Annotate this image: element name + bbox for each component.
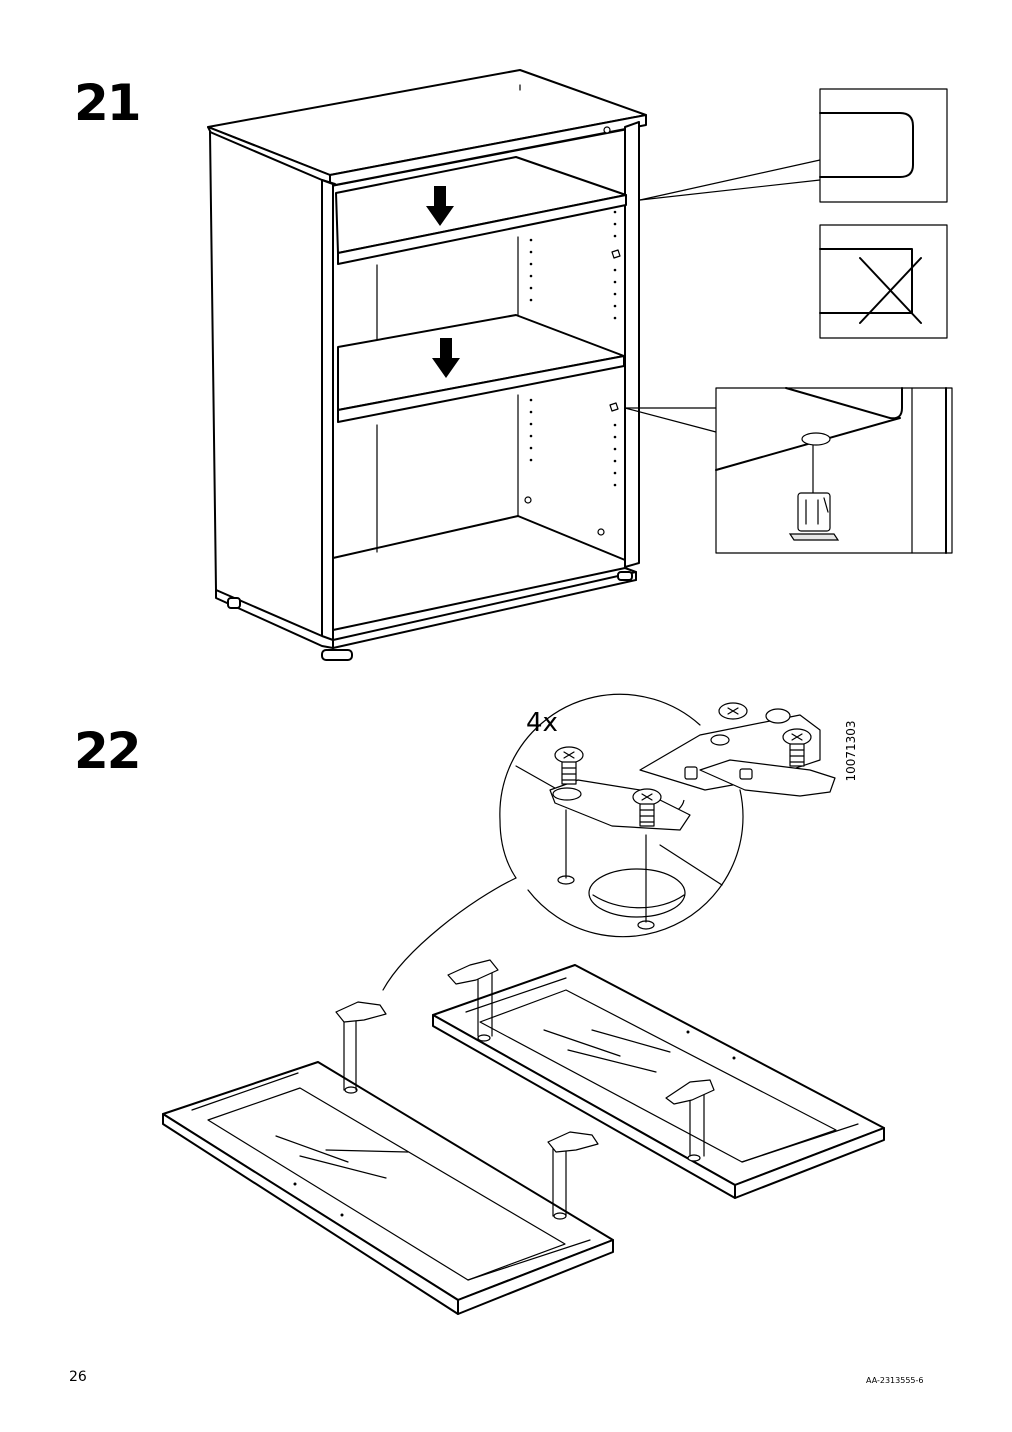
detail-incorrect-edge xyxy=(819,224,948,339)
hinge-detail-circle xyxy=(382,693,836,991)
door-left xyxy=(162,1001,614,1315)
bookcase-drawing xyxy=(207,69,821,661)
door-right xyxy=(432,959,885,1199)
step-number-21: 21 xyxy=(74,74,142,132)
detail-shelf-pin xyxy=(715,387,953,554)
detail-correct-edge xyxy=(819,88,948,203)
step-number-22: 22 xyxy=(74,722,142,780)
page-number: 26 xyxy=(69,1369,87,1385)
part-number-label: 10071303 xyxy=(844,720,858,782)
quantity-label: 4x xyxy=(526,708,558,738)
document-code: AA-2313555-6 xyxy=(866,1376,924,1385)
